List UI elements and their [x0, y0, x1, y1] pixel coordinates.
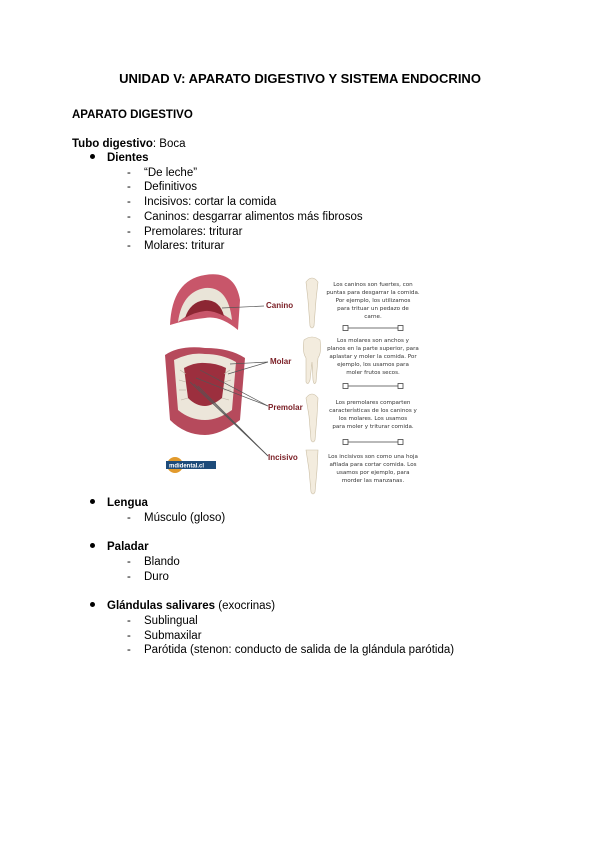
label-canino: Canino	[266, 301, 293, 310]
bullet-icon	[90, 154, 95, 160]
list-item: -Premolares: triturar	[127, 226, 243, 238]
svg-text:moler frutos secos.: moler frutos secos.	[346, 370, 400, 376]
list-item: -Sublingual	[127, 615, 198, 627]
canine-tooth-icon	[305, 277, 319, 329]
svg-text:para moler y triturar comida.: para moler y triturar comida.	[332, 424, 414, 430]
bullet-icon	[90, 602, 95, 608]
svg-text:Los caninos son fuertes, con: Los caninos son fuertes, con	[333, 282, 413, 288]
tubo-line: Tubo digestivo: Boca	[72, 138, 186, 150]
teeth-illustration: Canino Molar Premolar Incisivo mdidental…	[165, 274, 420, 495]
bullet-lengua: Lengua	[90, 497, 148, 509]
svg-text:ejemplo, los usamos para: ejemplo, los usamos para	[337, 362, 409, 368]
list-item: -Definitivos	[127, 181, 198, 193]
svg-text:usamos por ejemplo, para: usamos por ejemplo, para	[336, 470, 409, 476]
label-molar: Molar	[270, 357, 291, 366]
section-heading: APARATO DIGESTIVO	[72, 109, 193, 121]
bullet-paladar: Paladar	[90, 541, 149, 553]
list-item: -“De leche”	[127, 167, 198, 179]
tubo-value: : Boca	[152, 138, 186, 150]
svg-text:aplastar y moler la comida. Po: aplastar y moler la comida. Por	[329, 354, 417, 360]
tubo-label: Tubo digestivo	[72, 138, 153, 150]
bullet-icon	[90, 543, 95, 549]
mdidental-logo: mdidental.cl	[166, 457, 216, 473]
caption-molar: Los molares son anchos y planos en la pa…	[327, 338, 419, 376]
incisor-tooth-icon	[305, 449, 319, 495]
bullet-icon	[90, 499, 95, 505]
svg-text:para trituar un pedazo de: para trituar un pedazo de	[337, 306, 409, 312]
svg-text:planos en la parte superior, p: planos en la parte superior, para	[327, 346, 419, 352]
svg-text:mdidental.cl: mdidental.cl	[169, 464, 204, 470]
caption-premolar: Los premolares comparten características…	[329, 400, 417, 430]
svg-text:afilada para cortar comida. Lo: afilada para cortar comida. Los	[329, 462, 416, 468]
bullet-dientes: Dientes	[90, 152, 149, 164]
svg-text:Los premolares comparten: Los premolares comparten	[336, 400, 411, 406]
molar-tooth-icon	[303, 336, 321, 384]
list-item: -Caninos: desgarrar alimentos más fibros…	[127, 211, 363, 223]
caption-canino: Los caninos son fuertes, con puntas para…	[326, 282, 420, 320]
label-premolar: Premolar	[268, 403, 303, 412]
list-item: -Parótida (stenon: conducto de salida de…	[127, 644, 455, 656]
svg-text:carne.: carne.	[364, 314, 382, 320]
page-title: UNIDAD V: APARATO DIGESTIVO Y SISTEMA EN…	[119, 71, 481, 86]
list-item: -Músculo (gloso)	[127, 512, 226, 524]
list-item: -Blando	[127, 556, 180, 568]
svg-text:morder las manzanas.: morder las manzanas.	[342, 478, 404, 484]
svg-text:características de los caninos: características de los caninos y	[329, 407, 417, 414]
svg-text:Los incisivos son como una hoj: Los incisivos son como una hoja	[328, 454, 418, 460]
svg-text:puntas para desgarrar la comid: puntas para desgarrar la comida.	[326, 290, 420, 296]
svg-text:los molares. Los usamos: los molares. Los usamos	[339, 416, 408, 422]
svg-text:Los molares son anchos y: Los molares son anchos y	[337, 338, 410, 344]
list-item: -Submaxilar	[127, 630, 202, 642]
list-item: -Incisivos: cortar la comida	[127, 196, 277, 208]
caption-incisivo: Los incisivos son como una hoja afilada …	[328, 454, 418, 484]
list-item: -Duro	[127, 571, 169, 583]
bullet-glandulas: Glándulas salivares (exocrinas)	[90, 600, 275, 612]
premolar-tooth-icon	[305, 393, 319, 443]
svg-text:Por ejemplo, los utilizamos: Por ejemplo, los utilizamos	[336, 298, 411, 304]
bullet-label: Dientes	[107, 152, 149, 164]
label-incisivo: Incisivo	[268, 453, 298, 462]
list-item: -Molares: triturar	[127, 240, 225, 252]
